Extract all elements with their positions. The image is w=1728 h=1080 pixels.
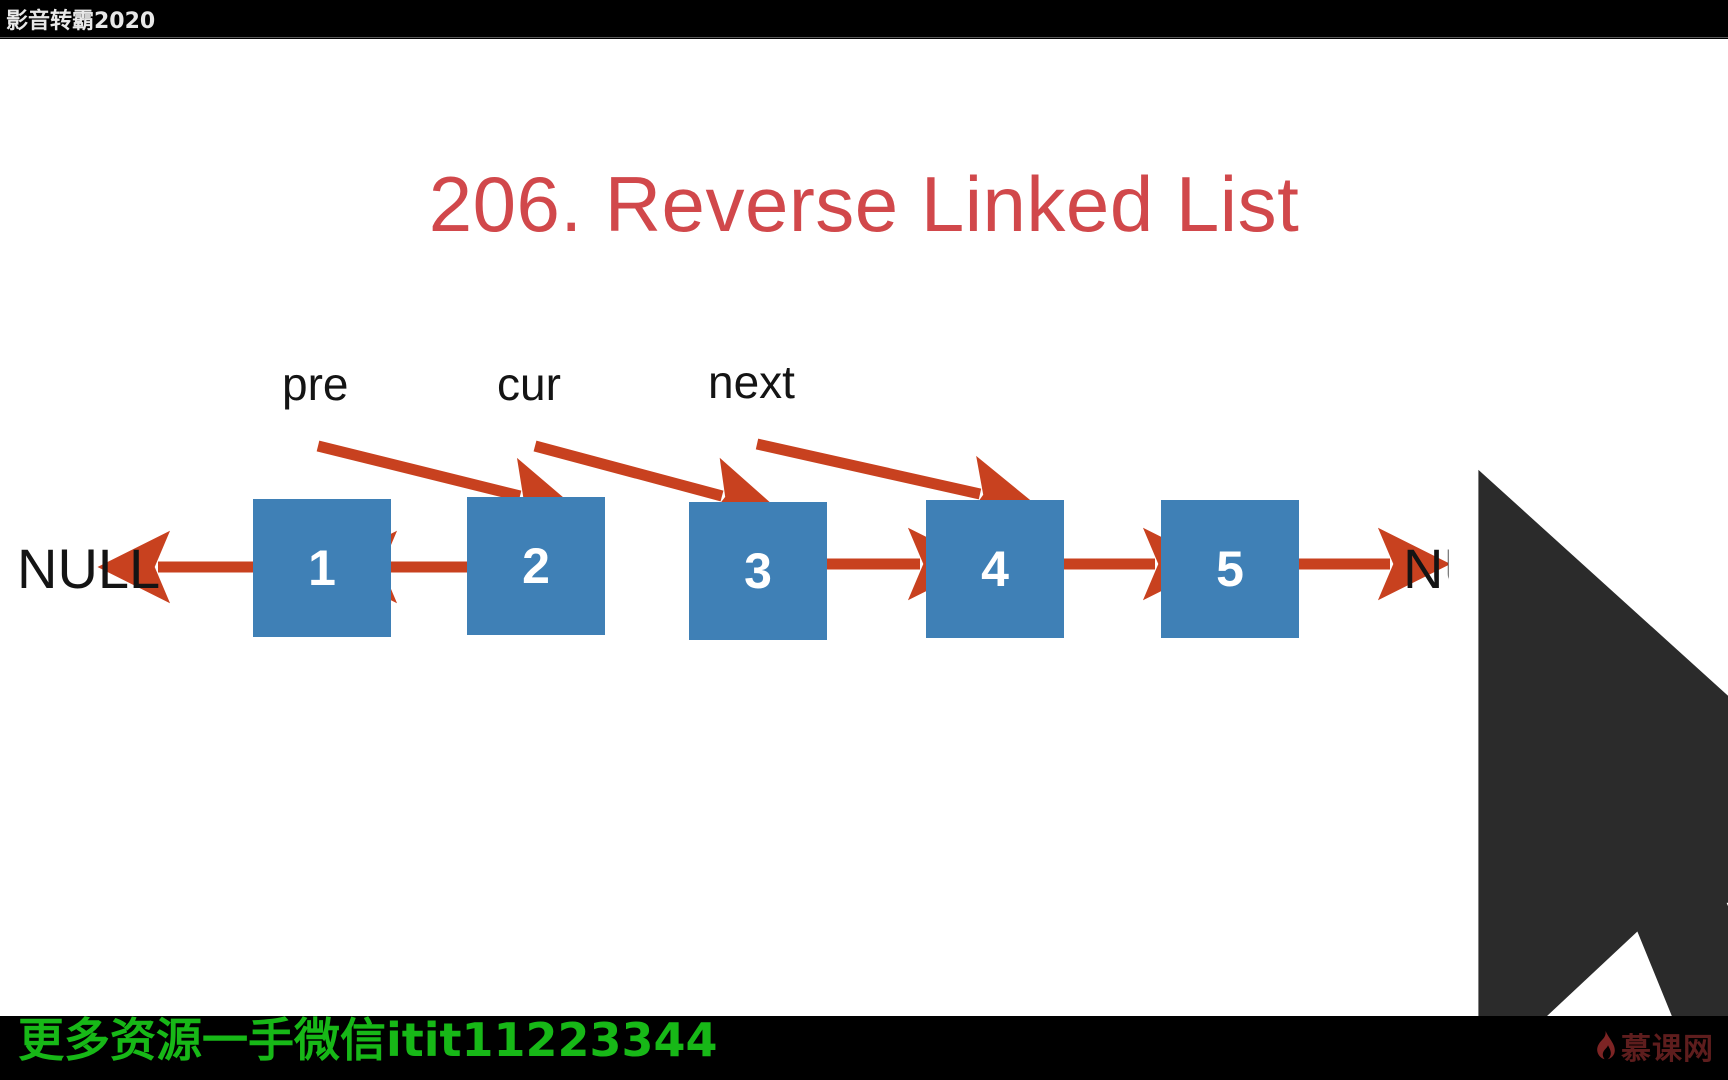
list-node-4[interactable]: 4 (926, 500, 1064, 638)
imooc-brand-name: 慕课网 (1621, 1032, 1714, 1067)
list-node-1[interactable]: 1 (253, 499, 391, 637)
terminal-null-right: NULL (1403, 537, 1547, 600)
watermark-top-left: 影音转霸2020 (6, 9, 156, 34)
linked-list-diagram: NULL NULL 1 2 3 4 5 pre cur next (0, 39, 1728, 1016)
watermark-bottom-left: 更多资源一手微信itit11223344 (18, 1013, 718, 1067)
list-node-5[interactable]: 5 (1161, 500, 1299, 638)
flame-icon (1597, 1031, 1615, 1060)
page-title: 206. Reverse Linked List (428, 160, 1300, 248)
list-node-value: 1 (308, 540, 336, 596)
list-node-2[interactable]: 2 (467, 497, 605, 635)
list-node-value: 4 (981, 541, 1009, 597)
imooc-brand-logo: 慕课网 (1591, 1024, 1714, 1068)
pointer-label-pre: pre (282, 358, 349, 410)
arrow-next-pointer (755, 438, 1040, 527)
pointer-label-next: next (708, 356, 795, 408)
slide-canvas: 206. Reverse Linked List (0, 39, 1728, 1016)
arrow-cur-pointer (533, 440, 781, 528)
list-node-3[interactable]: 3 (689, 502, 827, 640)
top-letterbox-bar: 影音转霸2020 (0, 0, 1728, 38)
list-node-value: 5 (1216, 541, 1244, 597)
arrow-pre-pointer (316, 440, 579, 529)
terminal-null-left: NULL (17, 537, 161, 600)
list-node-value: 2 (522, 538, 550, 594)
list-node-value: 3 (744, 543, 772, 599)
bottom-letterbox-bar: 更多资源一手微信itit11223344 慕课网 (0, 1013, 1728, 1080)
pointer-label-cur: cur (497, 358, 561, 410)
